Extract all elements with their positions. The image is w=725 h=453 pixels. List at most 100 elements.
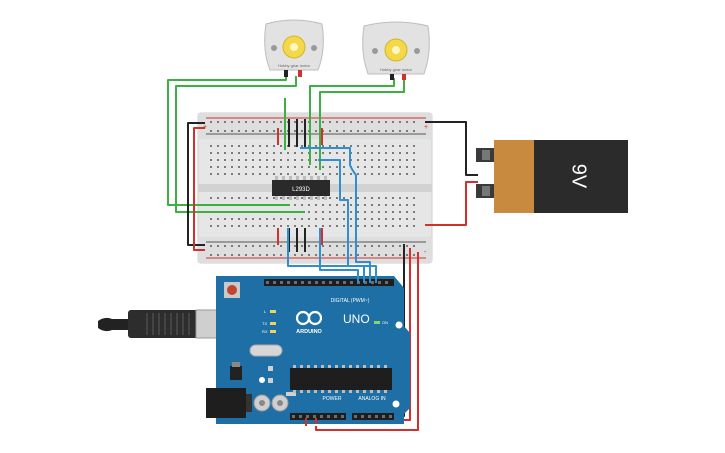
breadboard-hole (287, 152, 289, 154)
breadboard-hole (406, 254, 408, 256)
breadboard-hole (273, 130, 275, 132)
breadboard-hole (217, 130, 219, 132)
breadboard-hole (329, 166, 331, 168)
breadboard-hole (245, 121, 247, 123)
breadboard-hole (217, 245, 219, 247)
breadboard-hole (245, 159, 247, 161)
atmega-pin (328, 365, 331, 368)
breadboard-hole (280, 145, 282, 147)
breadboard-hole (273, 145, 275, 147)
header-pin (292, 415, 295, 418)
atmega-pin (356, 390, 359, 393)
breadboard-hole (357, 245, 359, 247)
chip-label: L293D (292, 187, 310, 193)
led-l-label: L (264, 309, 267, 314)
breadboard-hole (329, 121, 331, 123)
header-pin (336, 281, 339, 284)
breadboard-hole (385, 130, 387, 132)
breadboard-hole (406, 218, 408, 220)
breadboard-hole (357, 197, 359, 199)
breadboard-hole (210, 254, 212, 256)
breadboard-hole (343, 152, 345, 154)
usb-grip-line (146, 313, 148, 335)
atmega-pin (363, 390, 366, 393)
chip-pin (310, 176, 313, 180)
breadboard-hole (343, 211, 345, 213)
breadboard-hole (245, 225, 247, 227)
breadboard-hole (266, 173, 268, 175)
breadboard-hole (280, 218, 282, 220)
breadboard-hole (315, 130, 317, 132)
breadboard-hole (231, 166, 233, 168)
breadboard-hole (364, 204, 366, 206)
breadboard-hole (392, 152, 394, 154)
breadboard-hole (399, 173, 401, 175)
breadboard-hole (217, 121, 219, 123)
breadboard-hole (301, 204, 303, 206)
breadboard-hole (399, 130, 401, 132)
breadboard-hole (406, 121, 408, 123)
atmega-pin (293, 365, 296, 368)
breadboard-hole (294, 254, 296, 256)
breadboard-hole (350, 245, 352, 247)
breadboard-hole (392, 225, 394, 227)
breadboard-hole (224, 152, 226, 154)
breadboard-hole (322, 211, 324, 213)
atmega-pin (370, 390, 373, 393)
breadboard-hole (350, 197, 352, 199)
breadboard-hole (252, 218, 254, 220)
breadboard-hole (238, 197, 240, 199)
breadboard-hole (364, 245, 366, 247)
breadboard-hole (280, 197, 282, 199)
breadboard-hole (322, 166, 324, 168)
breadboard-hole (399, 211, 401, 213)
breadboard-hole (413, 254, 415, 256)
breadboard-hole (252, 121, 254, 123)
breadboard-hole (266, 245, 268, 247)
breadboard-hole (231, 121, 233, 123)
breadboard-hole (343, 159, 345, 161)
breadboard-hole (224, 121, 226, 123)
chip-pin (317, 176, 320, 180)
breadboard-hole (364, 254, 366, 256)
atmega-pin (300, 365, 303, 368)
breadboard-hole (336, 218, 338, 220)
breadboard-hole (210, 245, 212, 247)
breadboard-hole (322, 245, 324, 247)
breadboard-hole (371, 218, 373, 220)
breadboard-hole (364, 130, 366, 132)
breadboard-hole (273, 245, 275, 247)
breadboard-hole (259, 166, 261, 168)
breadboard-hole (357, 121, 359, 123)
breadboard-hole (399, 152, 401, 154)
breadboard-hole (238, 159, 240, 161)
header-pin (329, 281, 332, 284)
breadboard-hole (315, 145, 317, 147)
breadboard-hole (294, 204, 296, 206)
motor-2: Hobby gear motor (362, 21, 430, 80)
breadboard-hole (231, 173, 233, 175)
breadboard-hole (364, 225, 366, 227)
breadboard-hole (329, 173, 331, 175)
usb-grip-line (164, 313, 166, 335)
breadboard-hole (357, 152, 359, 154)
header-pin (299, 415, 302, 418)
breadboard-hole (238, 121, 240, 123)
breadboard-hole (343, 245, 345, 247)
breadboard-hole (413, 145, 415, 147)
breadboard-hole (406, 145, 408, 147)
chip-pin (310, 196, 313, 200)
breadboard-hole (343, 130, 345, 132)
breadboard-hole (385, 254, 387, 256)
breadboard-hole (413, 121, 415, 123)
breadboard-hole (308, 166, 310, 168)
breadboard-hole (259, 121, 261, 123)
header-pin (341, 415, 344, 418)
breadboard-hole (336, 197, 338, 199)
breadboard-hole (315, 197, 317, 199)
breadboard-hole (294, 245, 296, 247)
breadboard-hole (385, 225, 387, 227)
breadboard-hole (266, 152, 268, 154)
breadboard-hole (301, 145, 303, 147)
breadboard-hole (406, 166, 408, 168)
